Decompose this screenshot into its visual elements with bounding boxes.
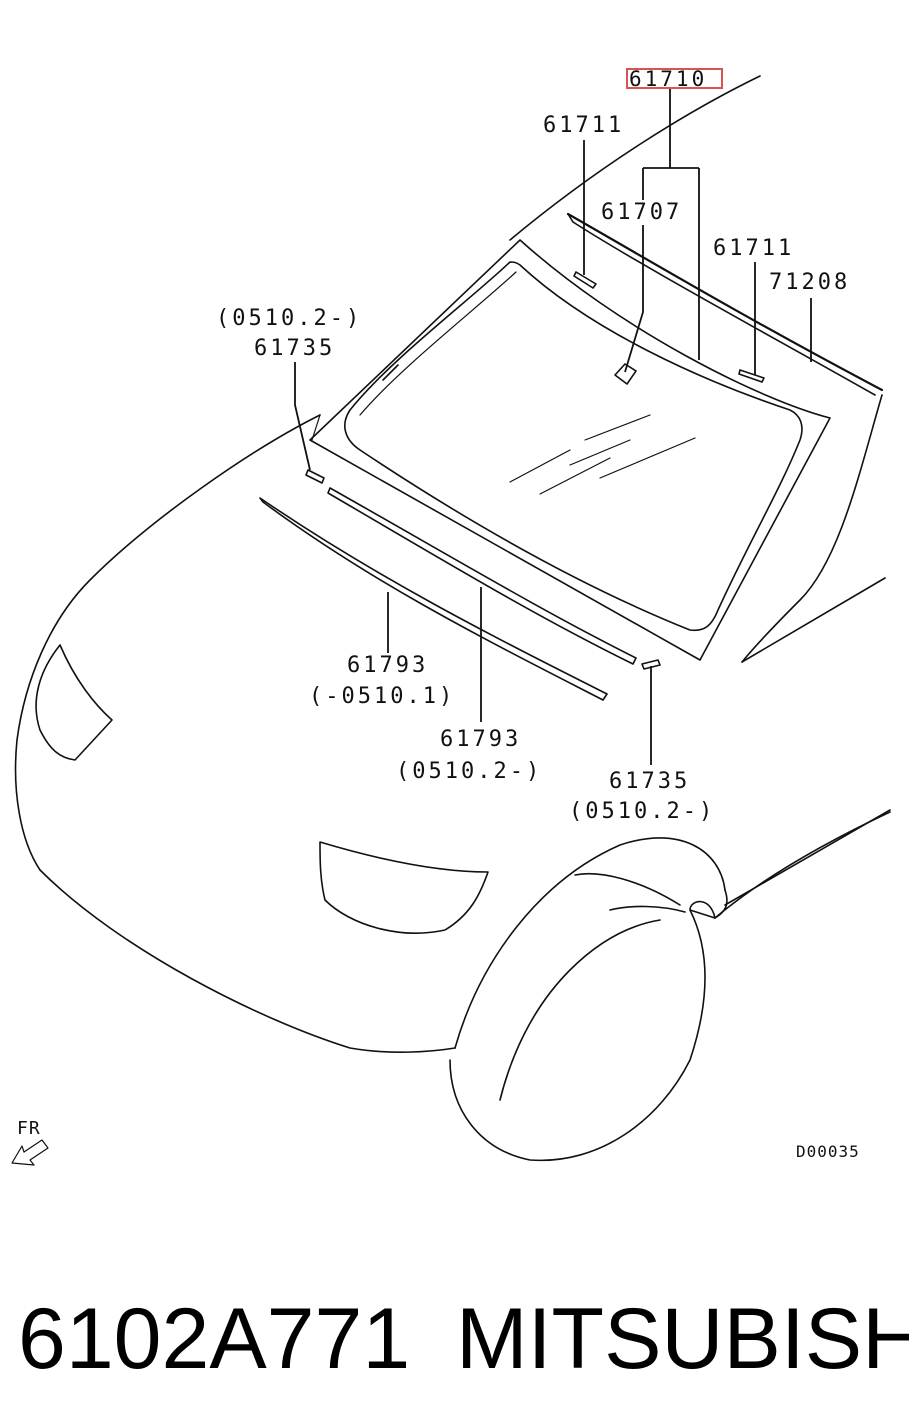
front-arrow-icon bbox=[11, 1139, 49, 1166]
label-61735-top: 61735 bbox=[254, 336, 335, 361]
diagram-code: D00035 bbox=[796, 1142, 860, 1161]
label-61793-left-date: (-0510.1) bbox=[309, 684, 455, 709]
brand-caption: MITSUBISHI bbox=[456, 1291, 909, 1387]
label-61711-left: 61711 bbox=[543, 113, 624, 138]
label-61735-bottom: 61735 bbox=[609, 769, 690, 794]
fr-label: FR bbox=[17, 1118, 41, 1139]
label-71208: 71208 bbox=[769, 270, 850, 295]
part-number-caption: 6102A771 bbox=[18, 1291, 410, 1387]
label-61793-mid: 61793 bbox=[440, 727, 521, 752]
leader-lines bbox=[294, 88, 812, 765]
label-61735-bottom-date: (0510.2-) bbox=[569, 799, 715, 824]
callout-labels: 61710 61711 61707 61711 71208 (0510.2-) … bbox=[216, 67, 850, 824]
highlight-box bbox=[626, 68, 723, 89]
label-61711-right: 61711 bbox=[713, 236, 794, 261]
label-61793-left: 61793 bbox=[347, 653, 428, 678]
label-61735-top-date: (0510.2-) bbox=[216, 306, 362, 331]
label-61707: 61707 bbox=[601, 200, 682, 225]
front-direction-indicator: FR bbox=[11, 1118, 49, 1166]
small-parts bbox=[259, 271, 765, 701]
label-61793-mid-date: (0510.2-) bbox=[396, 759, 542, 784]
car-body-outline bbox=[14, 75, 891, 1162]
label-61710: 61710 bbox=[629, 67, 707, 91]
windshield bbox=[309, 212, 884, 661]
